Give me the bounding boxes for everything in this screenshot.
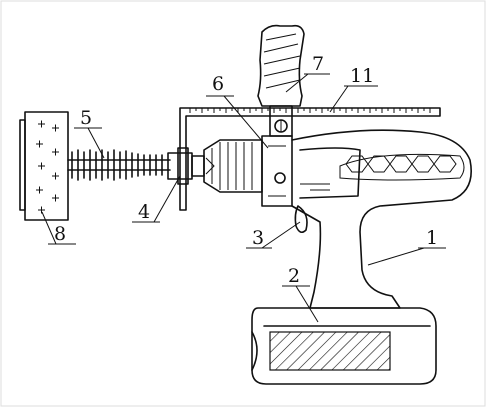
disc-plus-marks <box>36 120 59 214</box>
callout-label-11: 11 <box>350 65 374 87</box>
battery-pack <box>251 307 437 385</box>
callout-3: 3 <box>246 221 301 249</box>
callout-label-6: 6 <box>212 73 224 95</box>
side-handle <box>257 24 305 207</box>
callout-label-3: 3 <box>252 227 264 249</box>
callout-7: 7 <box>285 53 330 93</box>
callout-label-1: 1 <box>426 227 438 249</box>
drill-body <box>291 129 472 309</box>
drill-chuck <box>203 139 263 193</box>
callout-8: 8 <box>41 211 76 245</box>
callout-2: 2 <box>282 265 319 323</box>
vent-hex-pattern <box>339 153 465 181</box>
sanding-disc <box>19 111 69 221</box>
depth-ruler <box>179 107 441 211</box>
spring-shaft <box>67 149 171 181</box>
callout-label-4: 4 <box>138 201 150 223</box>
callout-6: 6 <box>206 73 269 149</box>
callout-1: 1 <box>367 227 446 266</box>
callout-label-2: 2 <box>288 265 300 287</box>
callout-label-5: 5 <box>80 107 92 129</box>
callout-4: 4 <box>132 175 181 223</box>
callout-label-7: 7 <box>312 53 324 75</box>
callout-label-8: 8 <box>54 223 66 245</box>
callout-11: 11 <box>329 65 378 113</box>
callout-5: 5 <box>74 107 105 159</box>
